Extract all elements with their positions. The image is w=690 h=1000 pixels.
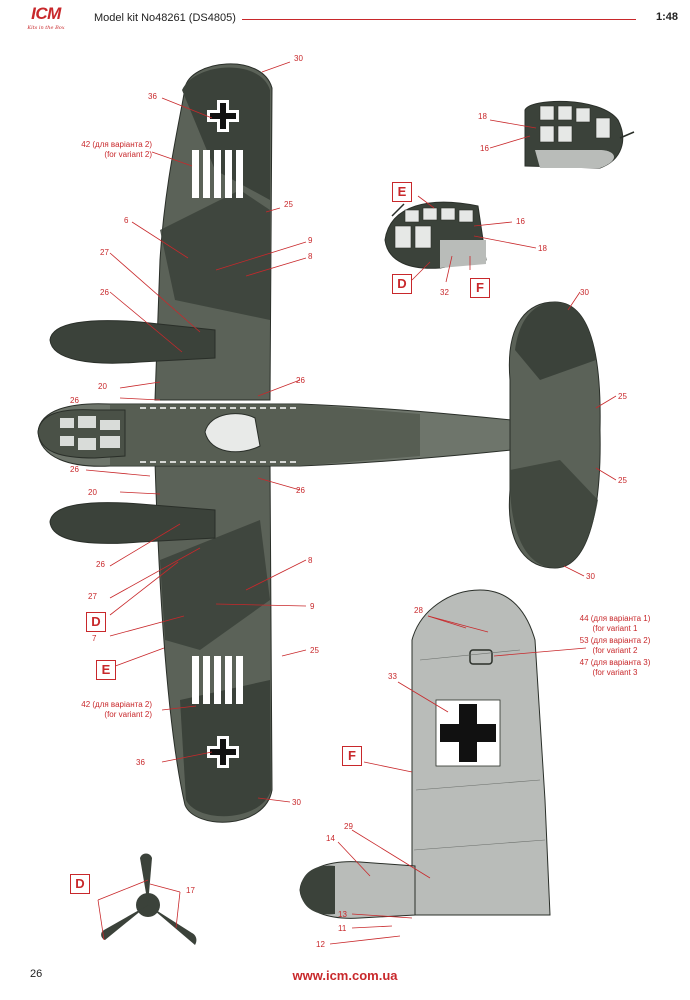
callout-11: 11 [338, 924, 347, 933]
balkenkreuz-fin [435, 699, 501, 767]
callout-9-top: 9 [308, 236, 313, 245]
callout-47-line1: 47 (для варіанта 3) [579, 658, 651, 667]
leader-lines [85, 61, 617, 945]
balkenkreuz-top [207, 100, 239, 132]
callout-53-line2: (for variant 2 [592, 646, 638, 655]
tailplane-camo [515, 302, 596, 380]
callout-17: 17 [186, 886, 195, 895]
fuselage-camo [110, 404, 420, 466]
callout-20-a: 20 [98, 382, 107, 391]
callout-36-bottom: 36 [136, 758, 145, 767]
callout-12: 12 [316, 940, 325, 949]
id-stripes-bottom [192, 656, 243, 704]
tail-fin-side-view [299, 589, 551, 919]
scale-label: 1:48 [655, 11, 678, 23]
callout-20-b: 20 [88, 488, 97, 497]
callout-26-c: 26 [296, 376, 305, 385]
box-letter-d-mid: D [86, 612, 106, 632]
callout-32: 32 [440, 288, 449, 297]
callout-18-a: 18 [478, 112, 487, 121]
callout-16-b: 16 [516, 217, 525, 226]
callout-25-wing-top: 25 [284, 200, 293, 209]
kit-title: Model kit No48261 (DS4805) [94, 12, 236, 24]
nose-window-2 [78, 416, 96, 428]
callout-30-tail-top: 30 [580, 288, 589, 297]
callout-26-b: 26 [70, 396, 79, 405]
callout-7: 7 [92, 634, 97, 643]
page-header: ICM Kits in the Box Model kit No48261 (D… [0, 0, 690, 40]
logo-tagline: Kits in the Box [27, 25, 65, 31]
callout-42-top-line2: (for variant 2) [104, 150, 152, 159]
box-letter-e-top: E [392, 182, 412, 202]
marking-drawing: 30 36 42 (для варіанта 2) (for variant 2… [0, 40, 690, 960]
callout-53-line1: 53 (для варіанта 2) [579, 636, 651, 645]
callout-25-tail-b: 25 [618, 476, 627, 485]
page-number: 26 [30, 968, 43, 980]
callout-8-bottom: 8 [308, 556, 313, 565]
camo-patch-2 [160, 190, 270, 320]
callout-29: 29 [344, 822, 353, 831]
logo-text: ICM [31, 4, 61, 23]
callout-25-tail-a: 25 [618, 392, 627, 401]
box-letter-f-side: F [342, 746, 362, 766]
engine-nacelle-top [49, 320, 216, 364]
box-letter-d-prop: D [70, 874, 90, 894]
callout-44-line1: 44 (для варіанта 1) [579, 614, 651, 623]
callout-26-e: 26 [296, 486, 305, 495]
callout-30-bottom: 30 [292, 798, 301, 807]
callout-42-bottom-line1: 42 (для варіанта 2) [81, 700, 152, 709]
nose-window-4 [78, 438, 96, 450]
callout-14: 14 [326, 834, 335, 843]
box-letter-d-top: D [392, 274, 412, 294]
nose-window-6 [100, 436, 120, 448]
callout-30-nose: 30 [294, 54, 303, 63]
callout-18-b: 18 [538, 244, 547, 253]
callout-6: 6 [124, 216, 129, 225]
callout-26-a: 26 [100, 288, 109, 297]
callout-16-a: 16 [480, 144, 489, 153]
nose-detail-1 [524, 100, 635, 169]
icm-logo: ICM Kits in the Box [14, 4, 78, 38]
nose-window-1 [60, 418, 74, 428]
camo-patch-1 [182, 67, 270, 200]
top-view-aircraft [37, 63, 601, 823]
id-stripes-top [192, 150, 243, 198]
propeller [101, 853, 197, 945]
callout-28: 28 [414, 606, 423, 615]
callout-25-wing-bottom: 25 [310, 646, 319, 655]
callout-47-line2: (for variant 3 [592, 668, 638, 677]
callout-8-top: 8 [308, 252, 313, 261]
callout-9-bottom: 9 [310, 602, 315, 611]
box-letter-f-top: F [470, 278, 490, 298]
callout-26-f: 26 [96, 560, 105, 569]
callout-42-top-line1: 42 (для варіанта 2) [81, 140, 152, 149]
box-letter-e-mid: E [96, 660, 116, 680]
nose-window-5 [100, 420, 120, 430]
callout-27-bottom: 27 [88, 592, 97, 601]
aircraft-illustration [37, 61, 635, 945]
callout-36-top: 36 [148, 92, 157, 101]
website-link[interactable]: www.icm.com.ua [292, 968, 398, 983]
dorsal-canopy [204, 413, 261, 453]
nose-detail-2 [384, 201, 487, 269]
nose-window-3 [60, 436, 74, 446]
header-rule [242, 19, 636, 20]
callout-44-line2: (for variant 1 [592, 624, 638, 633]
balkenkreuz-bottom [207, 736, 239, 768]
callout-27-top: 27 [100, 248, 109, 257]
tailplane-camo-2 [509, 460, 598, 568]
callout-26-d: 26 [70, 465, 79, 474]
callout-42-bottom-line2: (for variant 2) [104, 710, 152, 719]
callout-33: 33 [388, 672, 397, 681]
camo-patch-3 [160, 520, 270, 650]
callout-13: 13 [338, 910, 347, 919]
engine-nacelle-bottom [49, 502, 216, 544]
callout-30-tail-bottom: 30 [586, 572, 595, 581]
